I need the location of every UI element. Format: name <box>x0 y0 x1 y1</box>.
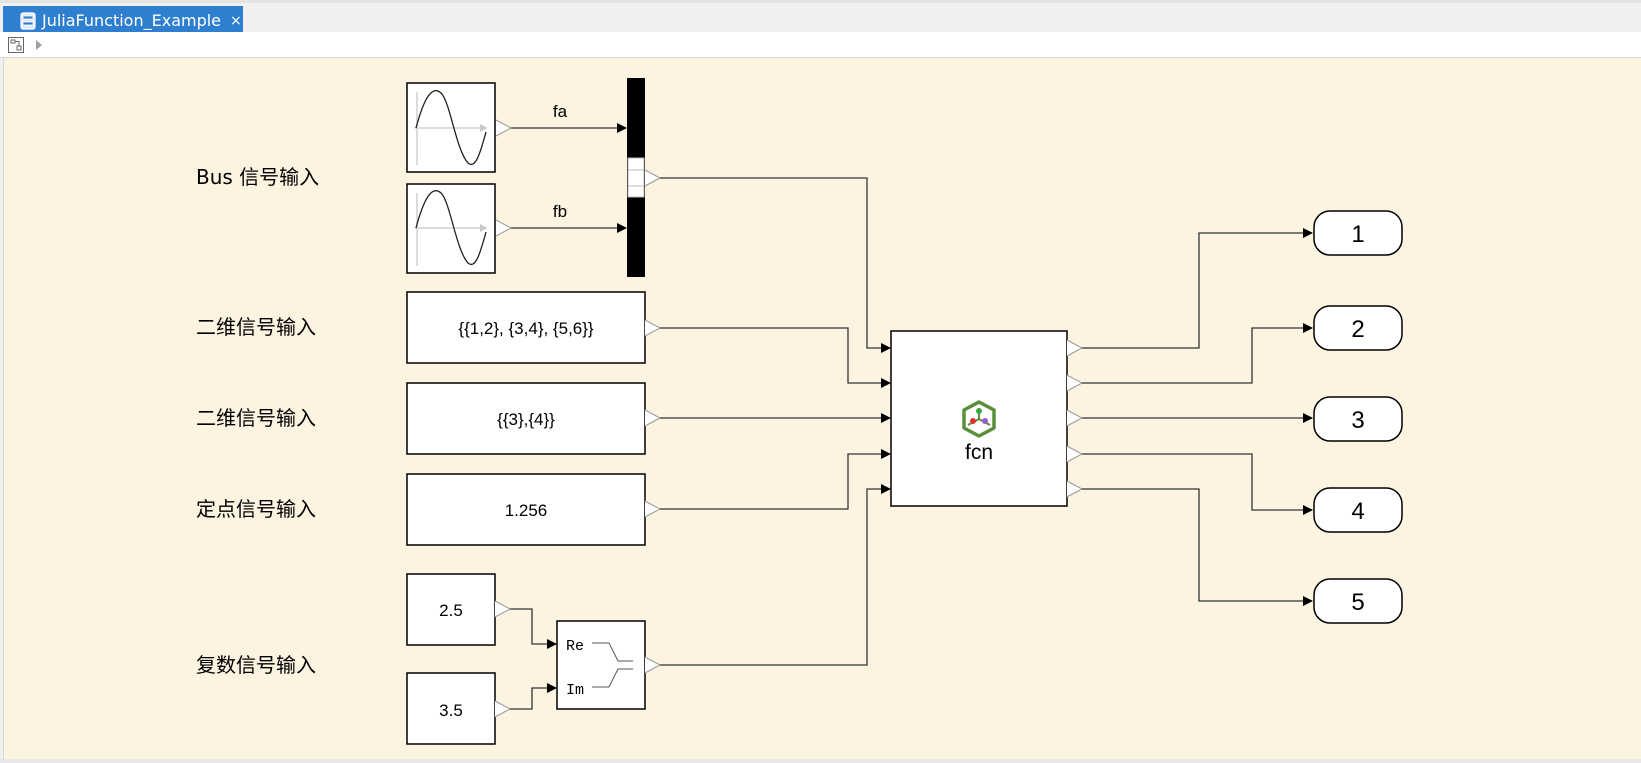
annotation-2d-input-1: 二维信号输入 <box>196 315 316 339</box>
real-imag-to-complex-block[interactable]: Re Im <box>556 620 662 710</box>
outport-number: 5 <box>1351 589 1364 616</box>
constant-block-imag[interactable]: 3.5 <box>406 672 512 745</box>
outport-1[interactable]: 1 <box>1313 210 1403 256</box>
signal-label-fa: fa <box>553 102 568 121</box>
function-cube-icon <box>962 400 996 438</box>
signal-line-bus[interactable] <box>660 177 891 353</box>
signal-line-out-4[interactable] <box>1082 453 1313 515</box>
constant-block-2d-a[interactable]: {{1,2}, {3,4}, {5,6}} <box>406 291 662 364</box>
constant-value: 1.256 <box>505 501 548 520</box>
constant-value: {{3},{4}} <box>497 410 555 429</box>
signal-line-fixed-point[interactable] <box>660 449 891 510</box>
signal-line-real[interactable] <box>510 608 557 649</box>
annotation-fixed-point-input: 定点信号输入 <box>196 497 316 521</box>
expand-arrow-icon[interactable] <box>36 40 42 50</box>
signal-label-fb: fb <box>553 202 567 221</box>
status-strip <box>0 759 1641 763</box>
constant-block-fixed-point[interactable]: 1.256 <box>406 473 662 546</box>
signal-line-imag[interactable] <box>510 683 557 710</box>
constant-value: {{1,2}, {3,4}, {5,6}} <box>458 319 594 338</box>
outport-2[interactable]: 2 <box>1313 305 1403 351</box>
constant-value: 2.5 <box>439 601 463 620</box>
constant-block-real[interactable]: 2.5 <box>406 573 512 646</box>
constant-value: 3.5 <box>439 701 463 720</box>
tab-model[interactable]: JuliaFunction_Example × <box>3 6 243 35</box>
outport-4[interactable]: 4 <box>1313 487 1403 533</box>
signal-line-out-2[interactable] <box>1082 323 1313 384</box>
signal-line-out-1[interactable] <box>1082 228 1313 349</box>
toolbar <box>0 32 1641 58</box>
signal-line-2d-a[interactable] <box>660 327 891 388</box>
function-block-label: fcn <box>965 441 993 464</box>
julia-function-block[interactable]: fcn <box>890 330 1084 507</box>
port-label-im: Im <box>566 682 584 699</box>
signal-line-complex[interactable] <box>660 484 891 666</box>
sine-wave-block-fb[interactable] <box>406 183 513 274</box>
outport-3[interactable]: 3 <box>1313 396 1403 442</box>
outport-number: 2 <box>1351 316 1364 343</box>
outport-number: 3 <box>1351 407 1364 434</box>
outport-5[interactable]: 5 <box>1313 578 1403 624</box>
outport-number: 4 <box>1351 498 1364 525</box>
model-browser-icon[interactable] <box>8 37 24 53</box>
port-label-re: Re <box>566 638 584 655</box>
sine-wave-block-fa[interactable] <box>406 82 513 173</box>
constant-block-2d-b[interactable]: {{3},{4}} <box>406 382 662 455</box>
annotation-complex-input: 复数信号输入 <box>196 653 316 677</box>
outport-number: 1 <box>1351 221 1364 248</box>
annotation-bus-input: Bus 信号输入 <box>196 165 319 189</box>
close-tab-icon[interactable]: × <box>230 12 242 29</box>
signal-line-out-5[interactable] <box>1082 488 1313 606</box>
annotation-2d-input-2: 二维信号输入 <box>196 406 316 430</box>
tab-title: JuliaFunction_Example <box>42 11 222 30</box>
tab-strip: JuliaFunction_Example × <box>0 0 1641 35</box>
bus-creator-block[interactable] <box>627 78 662 277</box>
model-file-icon <box>20 11 36 30</box>
